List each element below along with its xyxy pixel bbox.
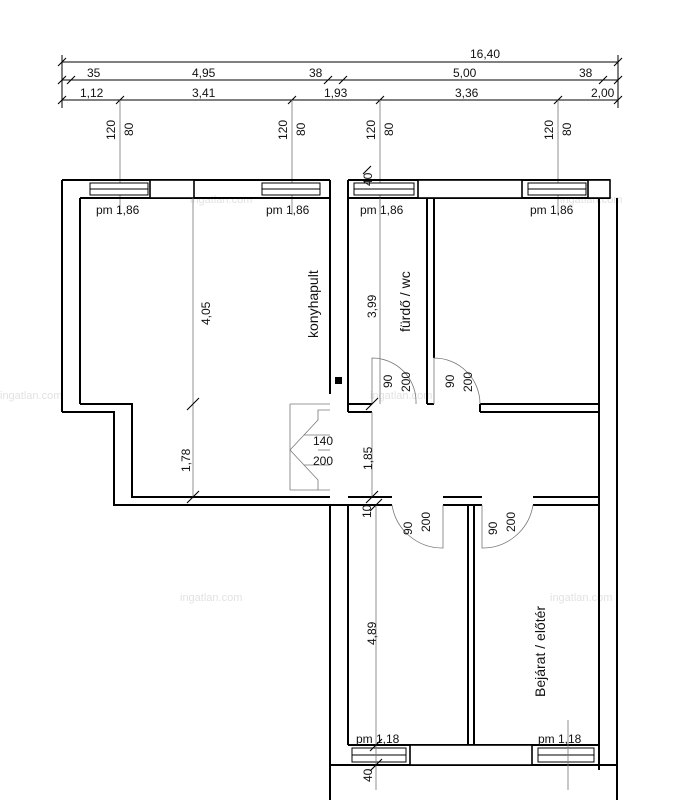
watermarks: ingatlan.com ingatlan.com ingatlan.com i… xyxy=(0,194,622,604)
sill-label-5: pm 1,18 xyxy=(356,732,400,746)
dim-row2-5: 2,00 xyxy=(591,86,615,100)
window-width-1: 120 xyxy=(104,120,118,140)
watermark: ingatlan.com xyxy=(370,390,432,402)
dim-row1-4: 5,00 xyxy=(453,66,477,80)
entry-label: Bejárat / előtér xyxy=(532,606,548,697)
kitchen-depth: 4,05 xyxy=(199,301,213,325)
dim-row2-3: 1,93 xyxy=(324,86,348,100)
bathroom: 3,99 fürdő / wc 90 200 xyxy=(365,198,417,405)
walls xyxy=(61,179,618,800)
dim-row1-5: 38 xyxy=(579,66,593,80)
dim-row2-2: 3,41 xyxy=(192,86,216,100)
sill-label-3: pm 1,86 xyxy=(360,203,404,217)
stairs: 140 200 xyxy=(289,403,333,491)
dim-row1-2: 4,95 xyxy=(192,66,216,80)
entry-door-height: 200 xyxy=(504,512,518,532)
lower-left-door-height: 200 xyxy=(419,512,433,532)
kitchen-lower-depth: 1,78 xyxy=(179,448,193,472)
bathroom-door-width: 90 xyxy=(381,374,395,388)
stairs-width: 140 xyxy=(313,434,333,448)
stairs-height: 200 xyxy=(313,454,333,468)
window-leaders: 120 80 120 80 120 80 120 80 xyxy=(104,100,574,215)
dim-row2-4: 3,36 xyxy=(455,86,479,100)
upper-right-room: 90 200 xyxy=(433,357,481,405)
dim-row2-1: 1,12 xyxy=(80,86,104,100)
kitchen-label: konyhapult xyxy=(305,270,321,338)
window-height-2: 80 xyxy=(294,122,308,136)
sill-label-6: pm 1,18 xyxy=(538,732,582,746)
bathroom-door-height: 200 xyxy=(399,372,413,392)
hallway: 1,85 xyxy=(361,397,379,504)
sill-labels: pm 1,86 pm 1,86 pm 1,86 pm 1,86 pm 1,18 … xyxy=(96,165,582,746)
lower-left-door-width: 90 xyxy=(401,521,415,535)
watermark: ingatlan.com xyxy=(190,194,252,206)
watermark: ingatlan.com xyxy=(0,390,62,402)
lower-wall-thickness: 10 xyxy=(360,504,374,518)
watermark: ingatlan.com xyxy=(550,592,612,604)
lower-left-room: 10 4,89 40 90 200 xyxy=(360,498,444,790)
window-width-2: 120 xyxy=(276,120,290,140)
dim-total-width: 16,40 xyxy=(470,47,500,61)
window-height-3: 80 xyxy=(382,122,396,136)
entry-door-width: 90 xyxy=(486,521,500,535)
socket-icon xyxy=(335,377,342,384)
sill-label-2: pm 1,86 xyxy=(266,203,310,217)
window-width-3: 120 xyxy=(364,120,378,140)
dimension-chain: 16,40 35 4,95 38 5,00 38 1,12 3,41 1,93 … xyxy=(57,47,623,108)
entry-room: 90 200 Bejárat / előtér xyxy=(481,504,569,790)
window-height-1: 80 xyxy=(122,122,136,136)
windows-bottom xyxy=(351,744,595,766)
window-height-4: 80 xyxy=(560,122,574,136)
hallway-depth: 1,85 xyxy=(361,446,375,470)
bathroom-label: fürdő / wc xyxy=(397,271,413,332)
window-width-4: 120 xyxy=(542,120,556,140)
lower-room-depth: 4,89 xyxy=(365,621,379,645)
upper-right-door-height: 200 xyxy=(461,372,475,392)
dim-row1-1: 35 xyxy=(87,66,101,80)
top-wall-thickness: 40 xyxy=(361,172,375,186)
sill-label-4: pm 1,86 xyxy=(530,203,574,217)
upper-right-door-width: 90 xyxy=(443,374,457,388)
windows-top xyxy=(89,179,611,199)
sill-label-1: pm 1,86 xyxy=(96,203,140,217)
bottom-wall-thickness: 40 xyxy=(361,768,375,782)
kitchen: 4,05 1,78 konyhapult xyxy=(179,198,342,504)
bathroom-depth: 3,99 xyxy=(365,294,379,318)
dim-row1-3: 38 xyxy=(309,66,323,80)
watermark: ingatlan.com xyxy=(180,592,242,604)
